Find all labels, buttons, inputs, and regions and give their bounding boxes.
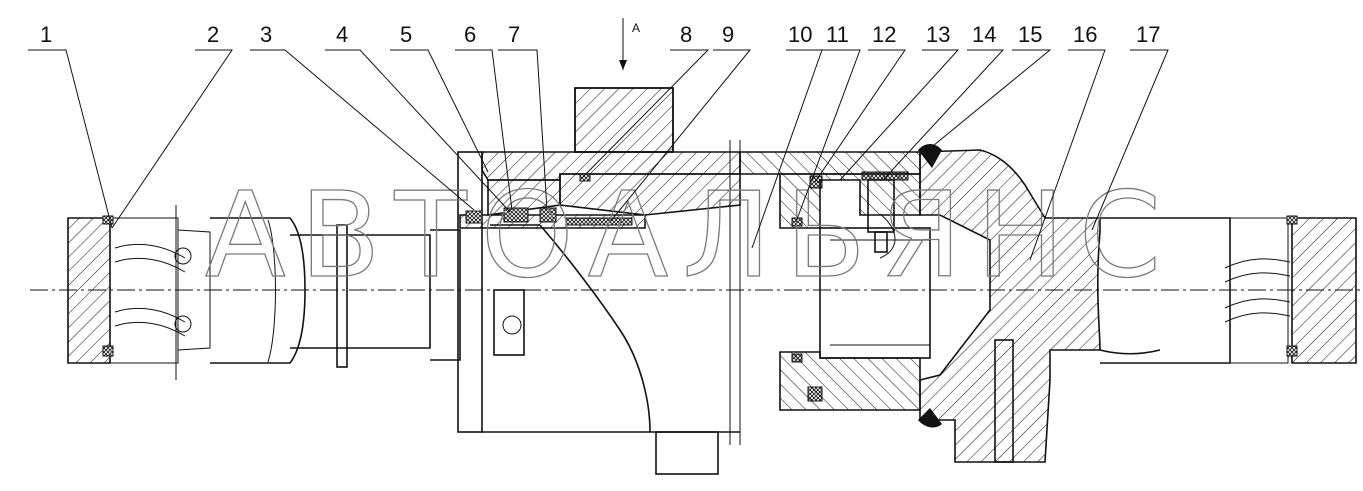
callout-6: 6 xyxy=(464,22,476,47)
callout-5: 5 xyxy=(400,22,412,47)
spring-icon xyxy=(114,243,192,337)
callout-9: 9 xyxy=(722,22,734,47)
seal-ring-icon xyxy=(102,215,114,225)
callout-4: 4 xyxy=(336,22,348,47)
weld-mark-icon xyxy=(918,408,942,428)
callout-3: 3 xyxy=(260,22,272,47)
callout-13: 13 xyxy=(926,22,950,47)
callout-1: 1 xyxy=(40,22,52,47)
callout-12: 12 xyxy=(872,22,896,47)
callout-14: 14 xyxy=(972,22,996,47)
callout-17: 17 xyxy=(1136,22,1160,47)
watermark-text: АВТОАЛЬЯНС xyxy=(205,166,1175,304)
view-a-label: A xyxy=(632,21,640,35)
housing-body xyxy=(457,87,921,475)
callout-leaders xyxy=(28,49,1169,261)
left-shaft xyxy=(210,217,461,368)
callout-11: 11 xyxy=(826,22,849,47)
callout-2: 2 xyxy=(207,22,219,47)
callout-8: 8 xyxy=(680,22,692,47)
callout-10: 10 xyxy=(788,22,812,47)
piston-hub xyxy=(779,173,931,411)
weld-mark-icon xyxy=(918,144,942,168)
callout-7: 7 xyxy=(508,22,520,47)
right-end-fitting xyxy=(1224,215,1357,364)
left-end-fitting xyxy=(67,205,211,380)
callout-15: 15 xyxy=(1018,22,1042,47)
callout-16: 16 xyxy=(1073,22,1097,47)
callout-numbers: 1 2 3 4 5 6 7 8 9 10 11 12 13 14 15 16 1… xyxy=(40,22,1160,47)
view-a-marker: A xyxy=(619,18,640,70)
